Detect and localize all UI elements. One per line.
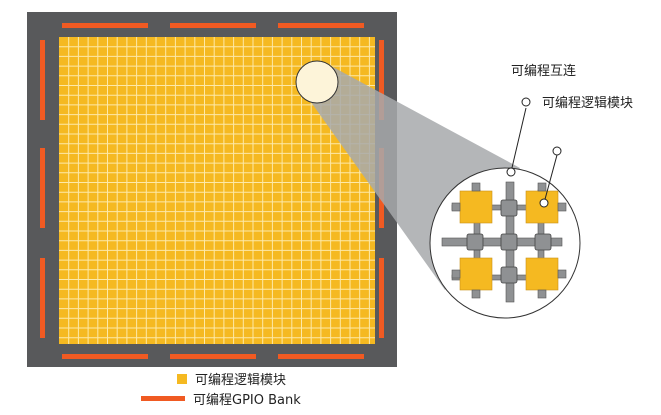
logic-blocks [459, 190, 559, 291]
callout-dot-logic-top [552, 146, 562, 156]
label-programmable-interconnect: 可编程互连 [511, 64, 577, 79]
switch-box [466, 233, 484, 251]
callout-dot-logic [539, 198, 549, 208]
gpio-bank-top-1 [62, 23, 148, 28]
gpio-bank-bottom-1 [62, 354, 148, 359]
gpio-bank-right-3 [379, 258, 384, 338]
legend-gpio-swatch [141, 396, 185, 401]
legend-gpio-label: 可编程GPIO Bank [193, 393, 301, 408]
logic-grid-lines [59, 37, 375, 344]
gpio-bank-left-2 [40, 148, 45, 228]
switch-box [500, 199, 518, 217]
gpio-bank-top-2 [170, 23, 256, 28]
legend-logic-label: 可编程逻辑模块 [195, 373, 287, 388]
switch-boxes [466, 199, 552, 284]
block-pins [451, 182, 567, 299]
callout-dot-interconnect [506, 167, 516, 177]
callouts [506, 97, 562, 208]
gpio-bank-left-1 [40, 40, 45, 120]
switch-box [534, 233, 552, 251]
callout-dot-interconnect-top [521, 97, 531, 107]
switch-box [500, 266, 518, 284]
logic-block-tl [459, 190, 493, 224]
logic-block-bl [459, 257, 493, 291]
gpio-bank-left-3 [40, 258, 45, 338]
gpio-bank-bottom-3 [278, 354, 364, 359]
logic-block-br [525, 257, 559, 291]
gpio-bank-top-3 [278, 23, 364, 28]
gpio-bank-bottom-2 [170, 354, 256, 359]
legend-logic-block: 可编程逻辑模块 [177, 369, 286, 388]
gpio-bank-right-1 [379, 40, 384, 120]
zoom-spot [295, 60, 339, 104]
label-programmable-logic-block: 可编程逻辑模块 [542, 96, 634, 111]
legend-gpio-bank: 可编程GPIO Bank [141, 389, 301, 408]
legend-logic-swatch [177, 373, 187, 384]
switch-box [500, 233, 518, 251]
